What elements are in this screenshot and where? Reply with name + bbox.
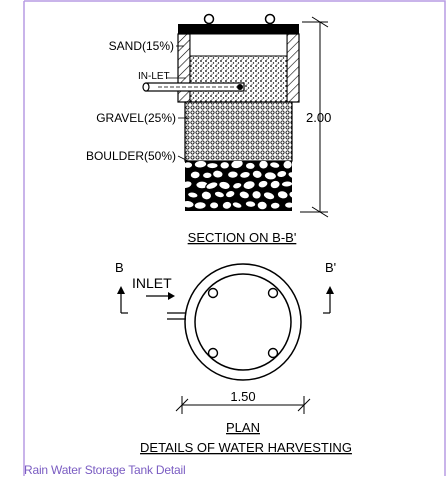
boulder-stone bbox=[263, 171, 278, 181]
wall-right bbox=[286, 33, 300, 103]
boulder-stone bbox=[280, 180, 292, 188]
boulder-stone bbox=[211, 169, 224, 179]
hook-icon bbox=[207, 347, 219, 359]
boulder-stone bbox=[276, 190, 289, 200]
height-value: 2.00 bbox=[306, 110, 331, 125]
boulder-stone bbox=[288, 190, 292, 200]
boulder-stone bbox=[185, 161, 194, 170]
boulder-stone bbox=[287, 171, 292, 180]
boulder-stone bbox=[276, 169, 288, 179]
tank-inner-wall bbox=[194, 273, 292, 371]
boulder-stone bbox=[189, 170, 201, 180]
sand-label: SAND(15%) bbox=[109, 39, 174, 53]
inlet-label: IN-LET bbox=[138, 71, 170, 82]
boulder-label: BOULDER(50%) bbox=[86, 149, 176, 163]
hook-icon bbox=[267, 287, 279, 299]
hook-icon bbox=[207, 287, 219, 299]
boulder-stone bbox=[213, 190, 226, 199]
boulder-stone bbox=[256, 200, 268, 211]
boulder-stone bbox=[193, 161, 208, 169]
boulder-stone bbox=[258, 161, 269, 170]
gravel-label: GRAVEL(25%) bbox=[96, 111, 176, 125]
boulder-layer bbox=[185, 161, 292, 211]
boulder-stone bbox=[269, 179, 281, 190]
sand-layer bbox=[189, 55, 288, 103]
height-dimension bbox=[300, 16, 329, 218]
plan-title: PLAN bbox=[226, 420, 260, 435]
boulder-stone bbox=[201, 171, 213, 180]
boulder-stone bbox=[242, 180, 256, 191]
boulder-stone bbox=[205, 161, 219, 170]
lifting-hook-icon bbox=[203, 13, 215, 25]
drawing-title: DETAILS OF WATER HARVESTING bbox=[140, 440, 352, 455]
plan-inlet-label: INLET bbox=[132, 275, 172, 291]
wall-left bbox=[177, 33, 191, 103]
boulder-stone bbox=[205, 181, 219, 191]
boulder-stone bbox=[218, 180, 231, 191]
section-label-left: B bbox=[115, 260, 124, 275]
boulder-stone bbox=[231, 201, 243, 209]
section-view: SAND(15%) IN-LET GRAVEL(25%) BOULDER(50%… bbox=[86, 13, 331, 245]
boulder-stone bbox=[244, 200, 257, 209]
boulder-stone bbox=[262, 191, 276, 201]
cover-slab bbox=[178, 24, 299, 34]
boulder-stone bbox=[268, 161, 281, 169]
inlet-pipe bbox=[142, 82, 245, 92]
plan-inlet-pipe bbox=[167, 312, 186, 320]
section-marker-left-icon bbox=[120, 292, 128, 314]
boulder-stone bbox=[239, 170, 251, 179]
boulder-stone bbox=[186, 191, 199, 199]
diameter-dimension bbox=[175, 396, 311, 414]
gravel-layer bbox=[184, 101, 293, 162]
boulder-stone bbox=[193, 201, 207, 210]
boulder-stone bbox=[185, 180, 193, 190]
inlet-arrow-icon bbox=[146, 292, 175, 300]
section-label-right: B' bbox=[325, 260, 336, 275]
boulder-stone bbox=[226, 170, 239, 179]
boulder-stone bbox=[257, 179, 269, 189]
boulder-stone bbox=[282, 161, 292, 170]
section-marker-right-icon bbox=[323, 292, 331, 314]
boulder-stone bbox=[219, 161, 231, 170]
boulder-stone bbox=[269, 201, 281, 210]
boulder-stone bbox=[283, 201, 292, 209]
boulder-stone bbox=[244, 161, 256, 171]
boulder-stone bbox=[238, 190, 251, 200]
boulder-stone bbox=[251, 189, 262, 200]
section-title: SECTION ON B-B' bbox=[188, 230, 297, 245]
boulder-stone bbox=[231, 181, 243, 190]
boulder-stone bbox=[230, 161, 244, 170]
lifting-hook-icon bbox=[264, 13, 276, 25]
hook-icon bbox=[267, 347, 279, 359]
boulder-stone bbox=[251, 169, 263, 180]
plan-view: INLET B B' 1.50 PLAN bbox=[115, 260, 336, 435]
boulder-stone bbox=[208, 201, 220, 210]
boulder-stone bbox=[224, 189, 236, 199]
diameter-value: 1.50 bbox=[230, 389, 255, 404]
boulder-stone bbox=[200, 190, 213, 201]
image-caption: Rain Water Storage Tank Detail bbox=[24, 463, 186, 477]
